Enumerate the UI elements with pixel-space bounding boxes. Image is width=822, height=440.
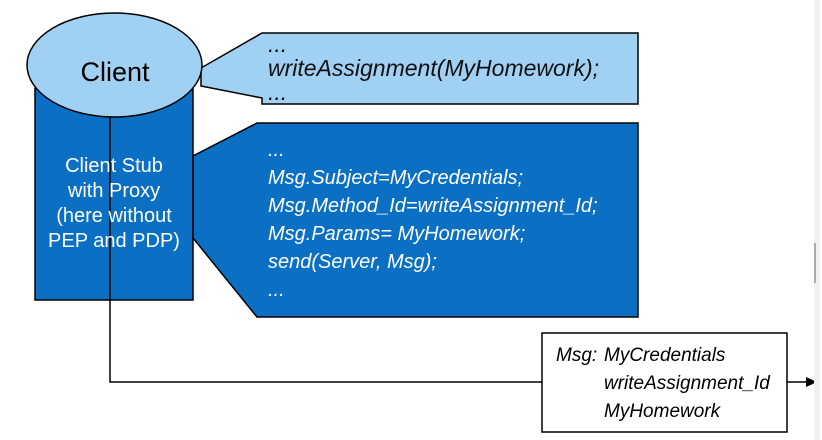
message-box-values: MyCredentials writeAssignment_Id MyHomew… <box>604 345 770 422</box>
arrow-right-icon <box>806 377 817 387</box>
message-box-label: Msg: <box>556 345 598 366</box>
client-stub-box <box>34 87 194 301</box>
client-ellipse <box>26 12 203 118</box>
vertical-scrollbar-thumb[interactable] <box>814 243 816 283</box>
client-call-code: ... writeAssignment(MyHomework); ... <box>268 31 600 105</box>
message-box <box>541 332 788 433</box>
stub-marshalling-code: ... Msg.Subject=MyCredentials; Msg.Metho… <box>268 139 598 301</box>
client-label: Client <box>80 57 150 87</box>
stub-code-callout <box>192 122 639 318</box>
client-stub-label: Client Stub with Proxy (here without PEP… <box>48 155 180 252</box>
vertical-scrollbar-track[interactable] <box>814 0 820 440</box>
